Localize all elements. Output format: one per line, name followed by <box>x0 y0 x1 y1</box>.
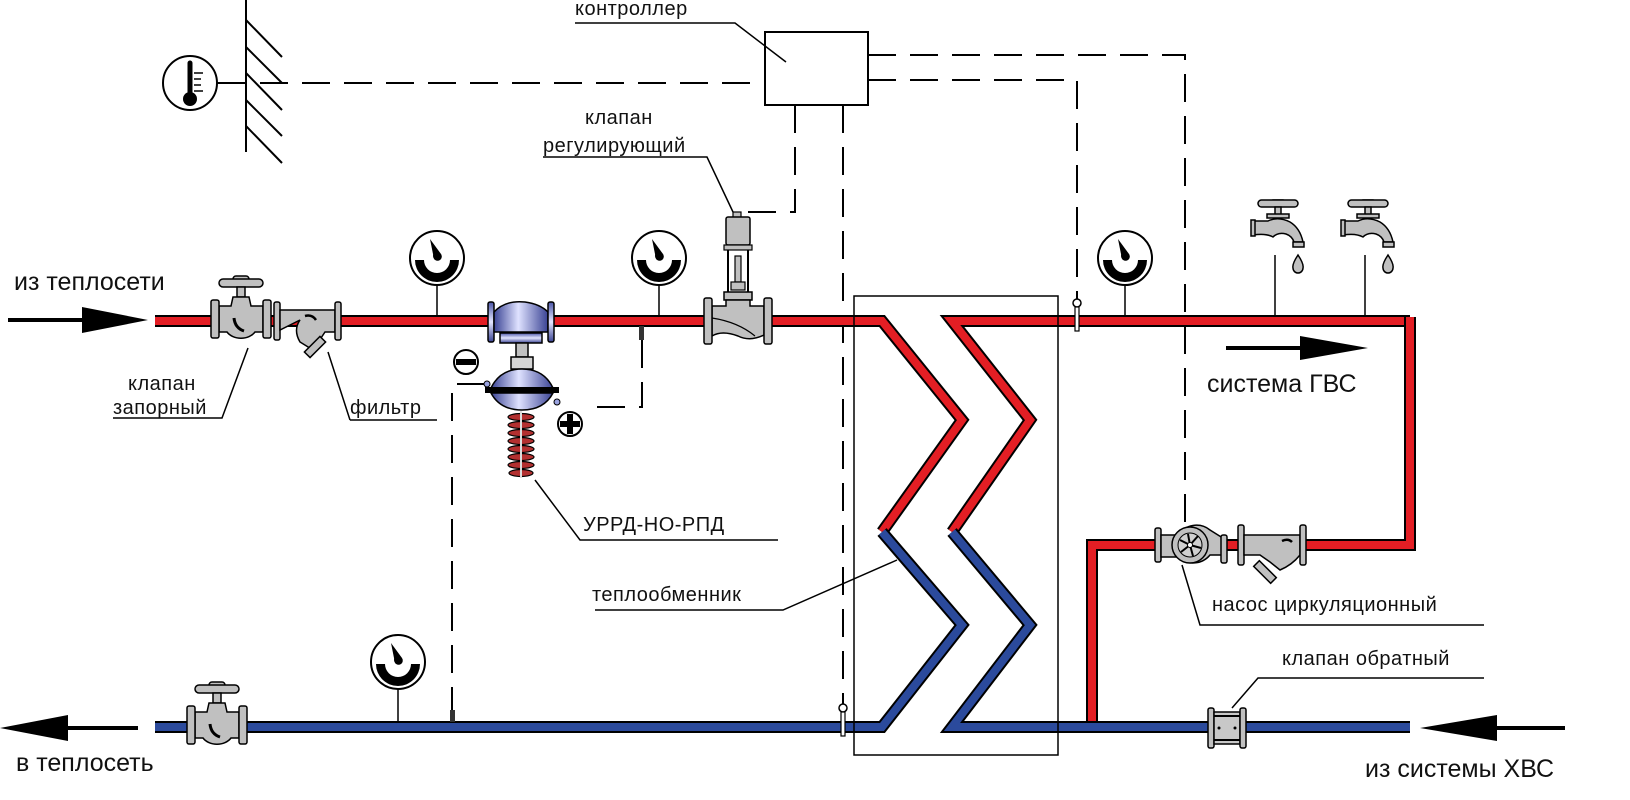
check-valve-leader <box>1231 677 1484 709</box>
pressure-gauge-icon <box>409 230 465 286</box>
arrow-right-icon <box>8 307 148 333</box>
control-valve-leader <box>543 156 734 213</box>
circulation-pump-label: насос циркуляционный <box>1212 594 1437 616</box>
impulse-tap <box>639 326 644 340</box>
control-valve-label-1: клапан <box>585 107 653 129</box>
pressure-regulator-leader <box>534 479 778 541</box>
pressure-regulator <box>483 300 561 478</box>
water-tap-icon <box>1250 199 1305 274</box>
control-valve <box>703 211 773 345</box>
shutoff-valve-label-2: запорный <box>113 397 207 419</box>
heat-exchanger-box <box>853 295 1059 756</box>
shutoff-valve-supply <box>209 274 273 340</box>
check-valve <box>1207 707 1247 749</box>
minus-sign-icon <box>453 349 479 375</box>
signal-pump <box>868 54 1186 525</box>
signal-control-valve <box>748 105 796 213</box>
pump-leader <box>1181 564 1484 626</box>
impulse-tap <box>450 710 455 722</box>
thermometer-icon <box>162 55 218 111</box>
heat-exchanger-label: теплообменник <box>592 584 741 606</box>
water-tap-icon <box>1340 199 1395 274</box>
temperature-sensor-return <box>838 703 848 737</box>
to-heat-network-label: в теплосеть <box>16 749 154 777</box>
shutoff-valve-return <box>185 680 249 746</box>
heat-exchanger-leader <box>595 559 898 611</box>
pressure-gauge-icon <box>370 634 426 690</box>
check-valve-label: клапан обратный <box>1282 648 1450 670</box>
signal-lines <box>260 54 1186 712</box>
pressure-gauge-icon <box>1097 230 1153 286</box>
from-cold-water-label: из системы ХВС <box>1365 755 1554 783</box>
arrow-left-icon <box>0 715 138 741</box>
shutoff-valve-leader <box>113 347 249 419</box>
filter-circulation <box>1237 524 1307 585</box>
controller-label: контроллер <box>575 0 688 20</box>
arrow-left-icon <box>1420 715 1565 741</box>
pressure-gauge-icon <box>631 230 687 286</box>
filter-label: фильтр <box>350 397 421 419</box>
return-pipe <box>155 528 1410 733</box>
control-valve-label-2: регулирующий <box>543 135 686 157</box>
plus-sign-icon <box>557 411 583 437</box>
temperature-sensor-supply <box>1072 298 1082 332</box>
hot-water-system-label: система ГВС <box>1207 370 1357 398</box>
circulation-pump <box>1154 524 1228 564</box>
arrow-right-icon <box>1226 336 1368 360</box>
filter-supply <box>273 301 342 359</box>
from-heat-network-label: из теплосети <box>14 268 165 296</box>
impulse-line-plus <box>585 340 643 408</box>
shutoff-valve-label-1: клапан <box>128 373 196 395</box>
controller-box <box>764 31 869 106</box>
impulse-line-minus <box>451 383 485 712</box>
outside-wall <box>217 0 283 164</box>
pressure-regulator-label: УРРД-НО-РПД <box>583 514 725 536</box>
controller-leader <box>575 22 787 63</box>
signal-supply-sensor <box>868 79 1078 300</box>
